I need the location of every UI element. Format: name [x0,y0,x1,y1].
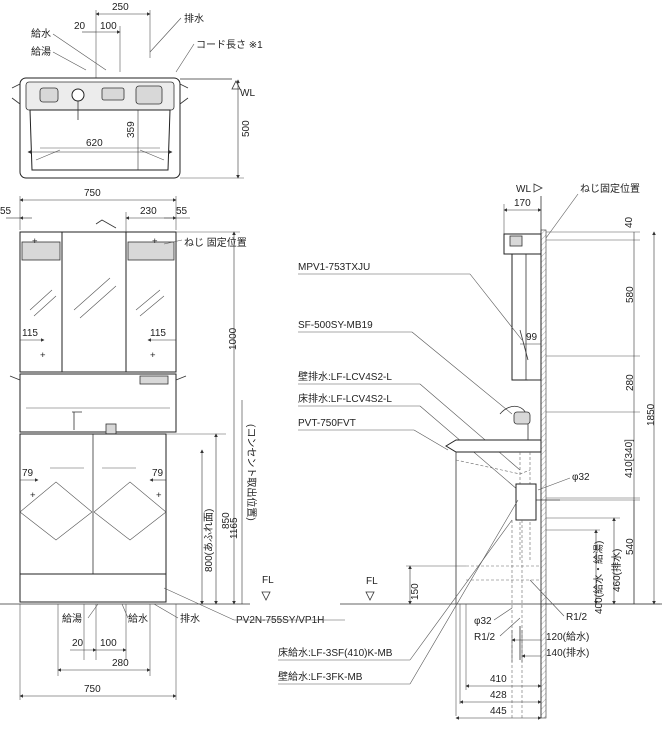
dim-99: 99 [526,332,538,343]
dim-250: 250 [112,2,129,13]
dim-400-supply: 400(給水・給湯) [592,541,605,614]
label-haisui-top: 排水 [184,12,204,25]
label-kyuto-bottom: 給湯 [62,612,82,625]
plus-mark: + [150,350,156,361]
dim-150: 150 [410,583,421,600]
dim-phi32-bottom: φ32 [474,616,492,627]
dim-410-340: 410[340] [624,439,635,478]
label-wall-supply: 壁給水:LF-3FK-MB [278,670,363,683]
dim-1850: 1850 [646,403,657,426]
dim-100-bottom: 100 [100,638,117,649]
label-wall-drain: 壁排水:LF-LCV4S2-L [298,370,392,383]
dim-r12-right: R1/2 [566,612,588,623]
dim-40: 40 [624,216,635,228]
label-screw-fix: ねじ 固定位置 [184,236,247,249]
plus-mark: + [40,350,46,361]
dim-800: 800(あふれ面) [203,509,215,572]
label-kyusui-top: 給水 [31,27,51,40]
dim-115-left: 115 [22,328,38,339]
label-model-sf500: SF-500SY-MB19 [298,320,373,331]
dim-115-right: 115 [150,328,166,339]
dim-230: 230 [140,206,157,217]
label-model-mpv1: MPV1-753TXJU [298,262,370,273]
dim-20-top: 20 [74,21,86,32]
dim-280: 280 [112,658,129,669]
dim-79-left: 79 [22,468,34,479]
label-wl-side: WL [516,184,531,195]
side-view: WL 170 ねじ固定位置 MPV1-753TXJU SF-500SY-MB19… [278,182,662,720]
dim-1165: 1165 [229,517,240,539]
dim-580: 580 [625,286,636,303]
label-cord-length: コード長さ ※1 [196,39,263,51]
label-kyuto-top: 給湯 [31,45,51,58]
label-cabinet-model: PV2N-755SY/VP1H [236,615,324,626]
label-kyusui-bottom: 給水 [128,612,148,625]
dim-55-right: 55 [176,206,188,217]
label-fl-front: FL [262,575,274,586]
label-outlet-pos: (コンセント取出位置) [245,424,258,521]
dim-140-drain: 140(排水) [546,646,589,659]
label-pvt750: PVT-750FVT [298,418,356,429]
dim-100-top: 100 [100,21,117,32]
dim-79-right: 79 [152,468,164,479]
label-fl-side: FL [366,576,378,587]
dim-460-drain: 460(排水) [610,549,623,592]
dim-r12-bottom: R1/2 [474,632,496,643]
dim-445: 445 [490,706,507,717]
label-floor-supply: 床給水:LF-3SF(410)K-MB [278,646,393,659]
plus-mark: + [32,236,38,247]
dim-410-bottom: 410 [490,674,507,685]
dim-120-supply: 120(給水) [546,630,589,643]
top-view: 250 20 100 給水 給湯 排水 コード長さ ※1 WL 620 [11,2,263,179]
dim-phi32-top: φ32 [572,472,590,483]
dim-620: 620 [86,138,103,149]
dim-280-side: 280 [625,374,636,391]
dim-850: 850 [221,512,232,529]
plus-mark: + [156,490,162,501]
dim-1000: 1000 [228,327,239,350]
dim-55-left: 55 [0,206,12,217]
label-wl-top: WL [240,88,255,99]
plus-mark: + [152,236,158,247]
dim-170: 170 [514,198,531,209]
front-view: 750 55 230 55 + + + + 115 115 ねじ 固定位置 [0,188,345,700]
dim-359: 359 [126,121,137,138]
plus-mark: + [30,490,36,501]
dim-500: 500 [241,120,252,137]
dim-428: 428 [490,690,507,701]
label-floor-drain: 床排水:LF-LCV4S2-L [298,392,392,405]
label-screw-side: ねじ固定位置 [580,182,640,195]
dim-750-top: 750 [84,188,101,199]
dim-20-bottom: 20 [72,638,84,649]
dim-750-bottom: 750 [84,684,101,695]
dim-540: 540 [625,538,636,555]
label-haisui-bottom: 排水 [180,612,200,625]
